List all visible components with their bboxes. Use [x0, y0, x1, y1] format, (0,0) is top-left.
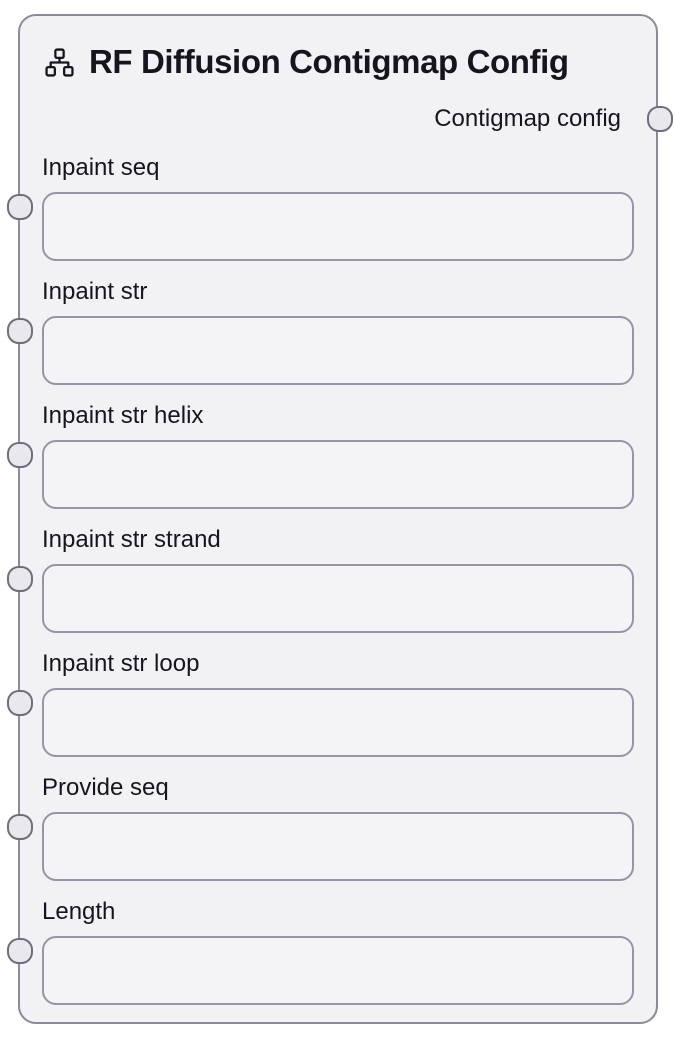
input-port-inpaint-seq[interactable]	[7, 194, 33, 220]
input-port-length[interactable]	[7, 938, 33, 964]
field-label: Inpaint str strand	[42, 526, 221, 553]
field-row: Inpaint str strand	[7, 526, 634, 633]
node-header: RF Diffusion Contigmap Config	[45, 42, 569, 82]
field-label: Inpaint seq	[42, 154, 160, 181]
field-row: Inpaint str loop	[7, 650, 634, 757]
input-port-provide-seq[interactable]	[7, 814, 33, 840]
field-input[interactable]	[42, 688, 634, 757]
input-port-inpaint-str-helix[interactable]	[7, 442, 33, 468]
field-label: Inpaint str helix	[42, 402, 204, 429]
field-row: Provide seq	[7, 774, 634, 881]
node-card-rf-diffusion-contigmap-config[interactable]: RF Diffusion Contigmap Config Contigmap …	[7, 14, 673, 1024]
field-input[interactable]	[42, 936, 634, 1005]
field-label: Inpaint str	[42, 278, 148, 305]
field-row: Inpaint str helix	[7, 402, 634, 509]
field-label: Provide seq	[42, 774, 169, 801]
field-input[interactable]	[42, 564, 634, 633]
field-label: Inpaint str loop	[42, 650, 200, 677]
input-port-inpaint-str-strand[interactable]	[7, 566, 33, 592]
field-row: Length	[7, 898, 634, 1005]
input-port-inpaint-str-loop[interactable]	[7, 690, 33, 716]
output-label: Contigmap config	[434, 105, 621, 132]
field-input[interactable]	[42, 812, 634, 881]
field-input[interactable]	[42, 192, 634, 261]
input-port-inpaint-str[interactable]	[7, 318, 33, 344]
field-row: Inpaint seq	[7, 154, 634, 261]
node-title: RF Diffusion Contigmap Config	[89, 43, 569, 80]
sitemap-icon	[45, 47, 74, 77]
field-row: Inpaint str	[7, 278, 634, 385]
field-input[interactable]	[42, 316, 634, 385]
field-label: Length	[42, 898, 116, 925]
output-port-contigmap-config[interactable]	[647, 106, 673, 132]
field-input[interactable]	[42, 440, 634, 509]
